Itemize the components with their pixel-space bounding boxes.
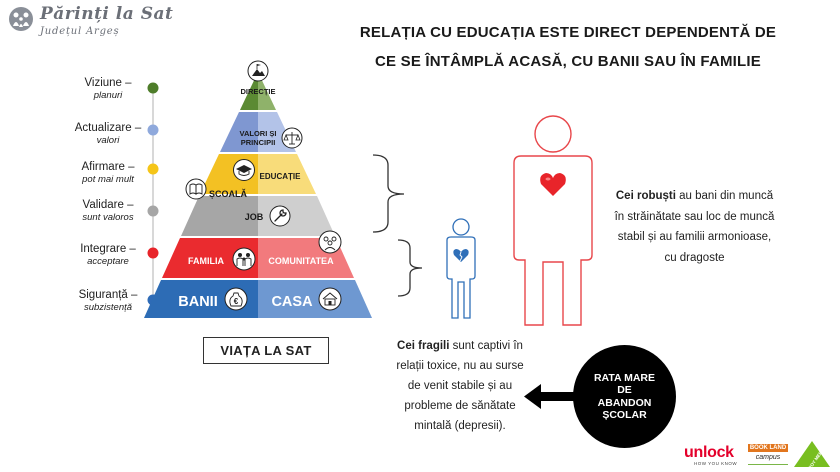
book-icon — [185, 178, 207, 200]
village-life-label: VIAȚA LA SAT — [203, 337, 329, 364]
svg-text:€: € — [234, 297, 239, 306]
tier1-label: DIRECȚIE — [240, 87, 275, 96]
graduation-cap-icon — [233, 159, 255, 181]
stage-validation: Validare – sunt valoros — [62, 198, 154, 224]
bookland-bottom: campus — [748, 452, 788, 465]
tier6-label-right: CASA — [271, 294, 313, 310]
brace-upper — [372, 154, 405, 233]
stage-subtitle: pot mai mult — [82, 174, 134, 185]
bookland-top: BOOK LAND — [748, 444, 788, 452]
timeline-dot-actualization — [147, 124, 159, 136]
stage-subtitle: sunt valoros — [82, 212, 134, 223]
stage-integration: Integrare – acceptare — [62, 242, 154, 268]
fragile-rest: sunt captivi în relații toxice, nu au su… — [396, 340, 524, 432]
tier3-label-right: EDUCAȚIE — [260, 172, 302, 181]
people-group-icon — [318, 230, 342, 254]
stage-title: Siguranță – — [78, 289, 138, 301]
money-bag-icon: € — [224, 287, 248, 311]
pyramid-tier6-right — [258, 280, 372, 318]
stage-subtitle: valori — [96, 135, 120, 146]
stage-affirmation: Afirmare – pot mai mult — [62, 160, 154, 186]
arrow-left-icon — [524, 384, 574, 409]
headline: RELAȚIA CU EDUCAȚIA ESTE DIRECT DEPENDEN… — [358, 18, 778, 76]
tier2-label-line1: VALORI ȘI — [240, 129, 277, 138]
dropout-rate-circle: RATA MARE DE ABANDON ȘCOLAR — [573, 345, 676, 448]
timeline-dot-validation — [147, 205, 159, 217]
robust-description: Cei robuști au bani din muncă în străină… — [612, 186, 777, 268]
scales-icon — [281, 127, 303, 149]
dropout-rate-text: RATA MARE DE ABANDON ȘCOLAR — [593, 371, 656, 422]
stage-title: Integrare – — [80, 243, 136, 255]
flag-mountain-icon — [247, 60, 269, 82]
tier4-label: JOB — [245, 212, 264, 222]
timeline-dot-integration — [147, 247, 159, 259]
brace-lower — [397, 239, 423, 297]
pyramid-tier4-left — [181, 196, 258, 236]
unlock-logo: unlock — [684, 444, 734, 461]
brand: Părinți la Sat Județul Argeș — [8, 4, 174, 37]
pyramid-tier6-left — [144, 280, 258, 318]
headline-line-2: CE SE ÎNTÂMPLĂ ACASĂ, CU BANII SAU ÎN FA… — [375, 53, 761, 70]
stage-subtitle: acceptare — [87, 256, 129, 267]
unlock-tagline: HOW YOU KNOW — [694, 461, 738, 466]
stage-title: Afirmare – — [81, 161, 135, 173]
small-figure — [446, 218, 476, 319]
robust-lead: Cei robuști — [615, 190, 676, 202]
fragile-lead: Cei fragili — [397, 340, 450, 352]
stage-safety: Siguranță – subzistență — [62, 288, 154, 314]
pyramid-tier3-right — [258, 154, 316, 194]
fragile-description: Cei fragili sunt captivi în relații toxi… — [393, 336, 527, 436]
brand-title: Părinți la Sat — [40, 4, 174, 24]
stage-title: Actualizare – — [74, 122, 142, 134]
pyramid-tier1-right — [258, 72, 276, 110]
tier6-label-left: BANII — [178, 294, 217, 310]
headline-line-1: RELAȚIA CU EDUCAȚIA ESTE DIRECT DEPENDEN… — [359, 24, 777, 41]
timeline-dot-affirmation — [147, 163, 159, 175]
stage-title: Validare – — [82, 199, 134, 211]
pyramid-tier2-left — [220, 112, 258, 152]
tier2-label-line2: PRINCIPII — [241, 138, 276, 147]
red-heart-icon — [540, 173, 566, 196]
stage-subtitle: planuri — [93, 90, 123, 101]
leroy-merlin-logo: LEROY MERLIN — [794, 441, 830, 472]
pyramid-tier1-left — [240, 72, 258, 110]
brand-subtitle: Județul Argeș — [40, 25, 120, 37]
timeline-dot-vision — [147, 82, 159, 94]
big-figure — [513, 115, 593, 326]
family-icon — [232, 247, 256, 271]
family-logo-icon — [9, 7, 33, 31]
house-icon — [318, 287, 342, 311]
robust-rest: au bani din muncă în străinătate sau loc… — [614, 190, 775, 264]
tier5-label-right: COMUNITATEA — [268, 256, 334, 266]
pyramid-tier5-left — [162, 238, 258, 278]
bookland-logo: BOOK LAND campus — [748, 444, 788, 466]
stage-subtitle: subzistență — [83, 302, 133, 313]
stage-title: Viziune – — [84, 77, 132, 89]
wrench-icon — [269, 205, 291, 227]
tier5-label-left: FAMILIA — [188, 256, 224, 266]
stage-actualization: Actualizare – valori — [62, 121, 154, 147]
blue-broken-heart-icon — [453, 249, 469, 262]
tier3-label-left: ȘCOALĂ — [209, 189, 248, 199]
stage-vision: Viziune – planuri — [62, 76, 154, 102]
